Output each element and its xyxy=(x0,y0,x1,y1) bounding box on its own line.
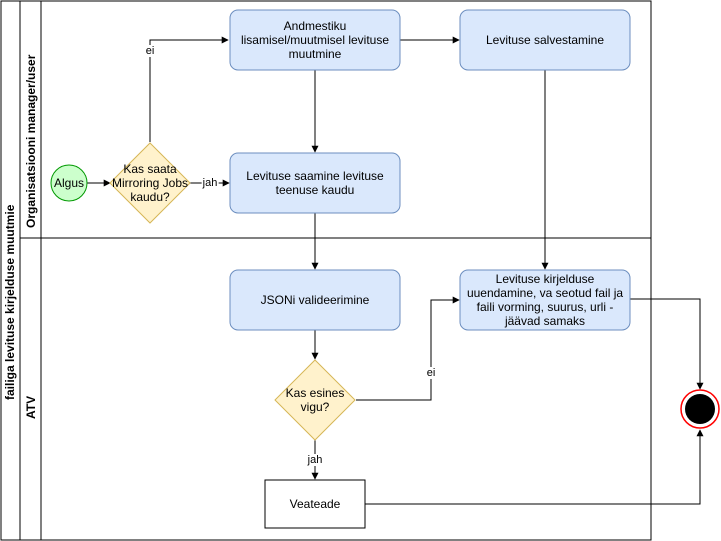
decision-errors xyxy=(274,359,356,441)
lane-title-manager: Organisatsiooni manager/user xyxy=(24,54,38,228)
decision-mirroring xyxy=(109,142,191,224)
task-error xyxy=(264,479,366,529)
task-change xyxy=(229,9,401,71)
lane-title-atv: ATV xyxy=(24,395,38,419)
edge-error-to-end xyxy=(365,429,704,505)
edge-decision-no-to-change xyxy=(149,36,229,142)
pool-title: failiga levituse kirjelduse muutmie xyxy=(3,204,17,400)
edge-errors-no-to-update xyxy=(356,296,460,401)
task-save xyxy=(459,9,631,71)
task-validate xyxy=(229,269,401,331)
end-event xyxy=(685,394,715,424)
start-event xyxy=(50,164,88,202)
task-update xyxy=(459,269,631,331)
edge-update-to-end xyxy=(630,298,704,390)
task-receive xyxy=(229,152,401,214)
